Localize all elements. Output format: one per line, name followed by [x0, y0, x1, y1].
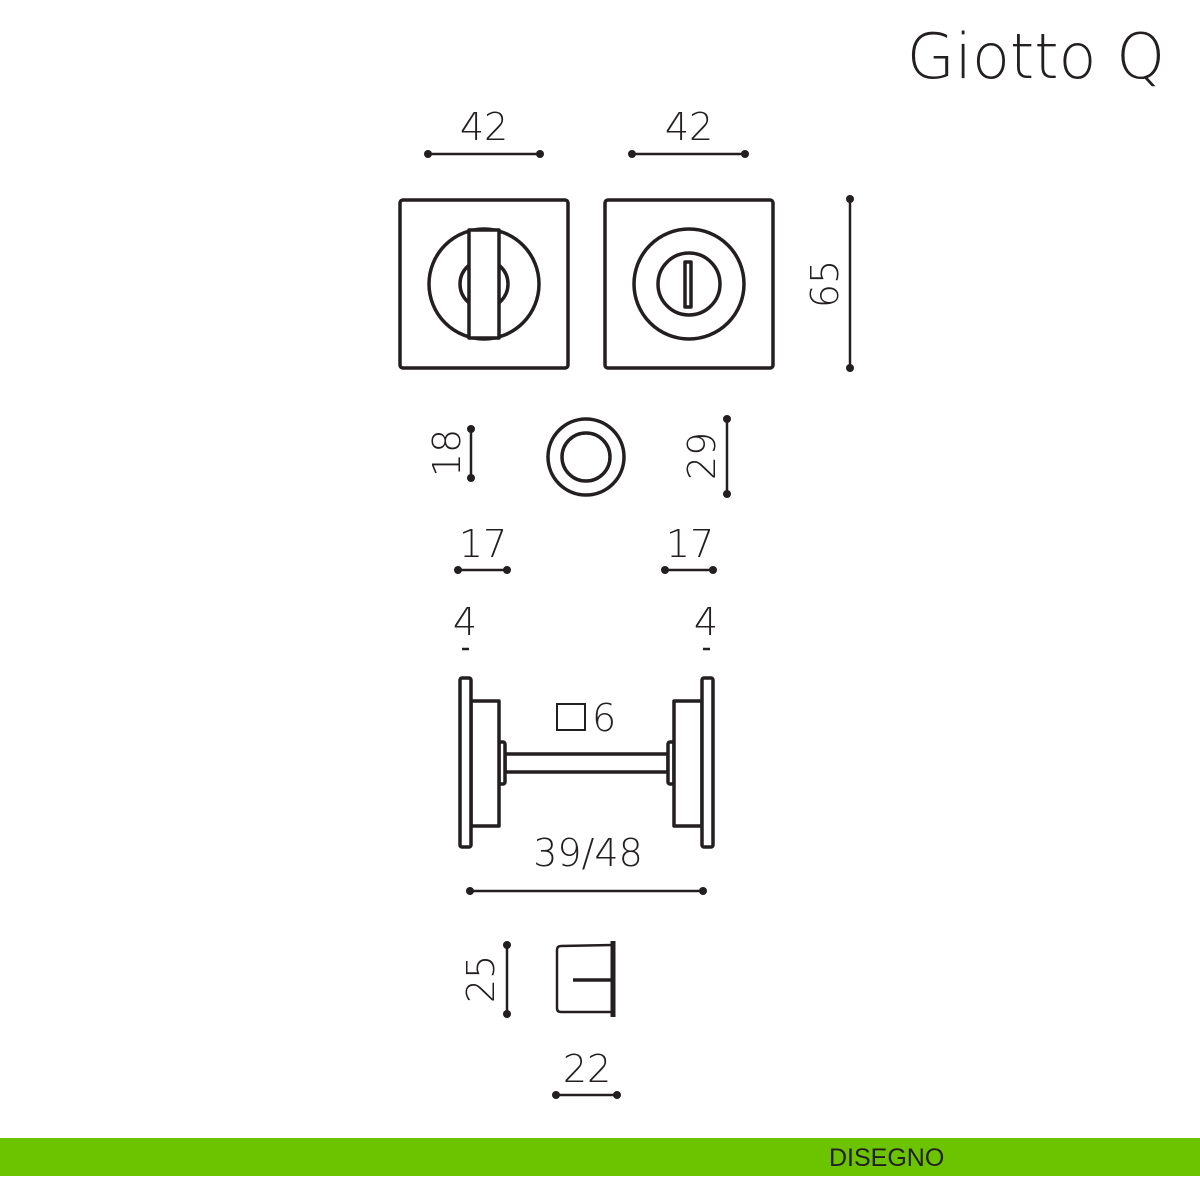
svg-text:6: 6 — [592, 696, 616, 740]
footer-bar: DISEGNO — [0, 1138, 1200, 1176]
side-view-assembly — [458, 676, 715, 849]
release-rose-front-view — [603, 198, 775, 370]
svg-text:17: 17 — [666, 522, 714, 566]
svg-text:22: 22 — [563, 1047, 611, 1091]
svg-text:42: 42 — [460, 105, 508, 149]
svg-text:4: 4 — [694, 600, 718, 644]
svg-text:17: 17 — [459, 522, 507, 566]
dimension-plate-right: 4 — [694, 600, 718, 651]
product-title: Giotto Q — [907, 20, 1165, 93]
svg-text:4: 4 — [453, 600, 477, 644]
svg-text:29: 29 — [680, 432, 724, 480]
dimension-thickness-right: 17 — [661, 522, 717, 574]
dimension-keep-height: 25 — [459, 941, 511, 1018]
svg-text:18: 18 — [425, 429, 469, 477]
svg-text:25: 25 — [459, 955, 503, 1003]
dimension-thickness-left: 17 — [454, 522, 511, 574]
dimension-plate-left: 4 — [453, 600, 477, 651]
dimension-turn-height: 18 — [425, 425, 475, 482]
release-ring-view — [546, 417, 626, 497]
svg-text:39/48: 39/48 — [533, 831, 643, 875]
svg-text:65: 65 — [803, 260, 847, 308]
dimension-rose-width-left: 42 — [424, 105, 544, 158]
dimension-keep-width: 22 — [552, 1047, 621, 1099]
footer-label: DISEGNO — [829, 1144, 945, 1172]
turn-rose-front-view — [398, 198, 570, 370]
dimension-rose-width-right: 42 — [628, 105, 749, 158]
keep-view — [555, 941, 616, 1017]
svg-text:42: 42 — [665, 105, 713, 149]
dimension-release-diameter: 29 — [680, 415, 731, 498]
dimension-door-thickness: 39/48 — [466, 831, 707, 895]
dimension-spindle: 6 — [556, 696, 616, 740]
dimension-rose-height: 65 — [803, 195, 854, 372]
